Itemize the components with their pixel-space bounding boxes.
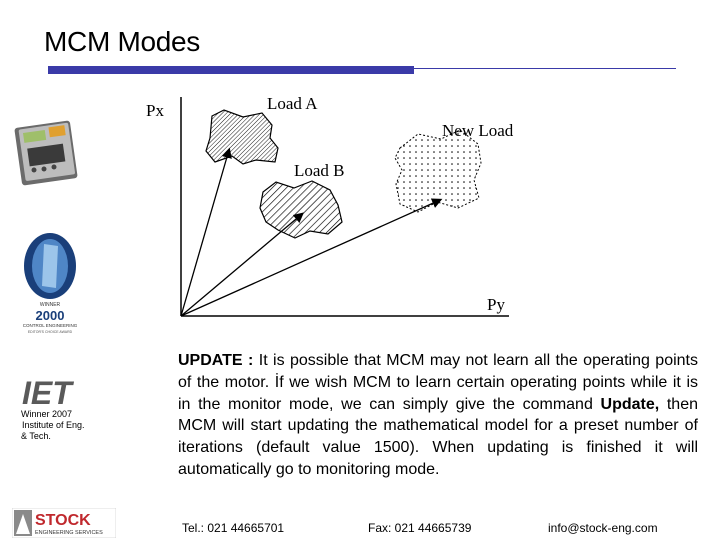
stock-logo-name: STOCK bbox=[35, 512, 91, 529]
iet-caption: Winner 2007 Institute of Eng. & Tech. bbox=[21, 409, 85, 442]
update-heading: UPDATE : bbox=[178, 352, 254, 369]
update-command: Update, bbox=[600, 395, 660, 413]
axis-x-label: Py bbox=[487, 295, 505, 314]
load-b-label: Load B bbox=[294, 161, 345, 180]
new-load-label: New Load bbox=[442, 121, 514, 140]
stock-engineering-logo: STOCK ENGINEERING SERVICES bbox=[12, 508, 116, 538]
update-text-part2: then MCM will start updating the mathema… bbox=[178, 395, 698, 478]
update-description: UPDATE : It is possible that MCM may not… bbox=[178, 350, 698, 481]
iet-caption-line1: Winner 2007 bbox=[21, 409, 73, 419]
vector-load-a bbox=[180, 147, 232, 317]
award-org-text: CONTROL ENGINEERING bbox=[23, 323, 78, 328]
update-text-part1: It is possible that MCM may not learn al… bbox=[178, 352, 698, 413]
axis-y-label: Px bbox=[146, 101, 164, 120]
award-sub-text: EDITOR'S CHOICE AWARD bbox=[28, 330, 73, 334]
footer-tel: Tel.: 021 44665701 bbox=[182, 521, 285, 535]
iet-caption-line2: Institute of Eng. bbox=[22, 420, 85, 430]
stock-logo-sub: ENGINEERING SERVICES bbox=[35, 530, 103, 536]
iet-logo-text: IET bbox=[22, 376, 74, 408]
load-b-region bbox=[259, 180, 343, 239]
award-winner-text: WINNER bbox=[40, 302, 61, 308]
new-load-region bbox=[394, 129, 482, 213]
award-year-text: 2000 bbox=[36, 308, 65, 323]
title-underline-line bbox=[414, 68, 676, 69]
iet-caption-line3: & Tech. bbox=[21, 431, 51, 441]
control-engineering-award-logo: WINNER 2000 CONTROL ENGINEERING EDITOR'S… bbox=[23, 233, 78, 334]
vector-load-b bbox=[180, 212, 304, 317]
title-underline-bar bbox=[48, 66, 414, 74]
vector-new-load bbox=[180, 198, 443, 317]
iet-logo: IET bbox=[22, 376, 74, 408]
footer-email[interactable]: info@stock-eng.com bbox=[548, 521, 658, 535]
footer-fax: Fax: 021 44665739 bbox=[368, 521, 472, 535]
load-a-region bbox=[205, 109, 279, 165]
mcm-device-image bbox=[14, 120, 78, 186]
load-a-label: Load A bbox=[267, 94, 318, 113]
slide-title: MCM Modes bbox=[44, 26, 200, 57]
